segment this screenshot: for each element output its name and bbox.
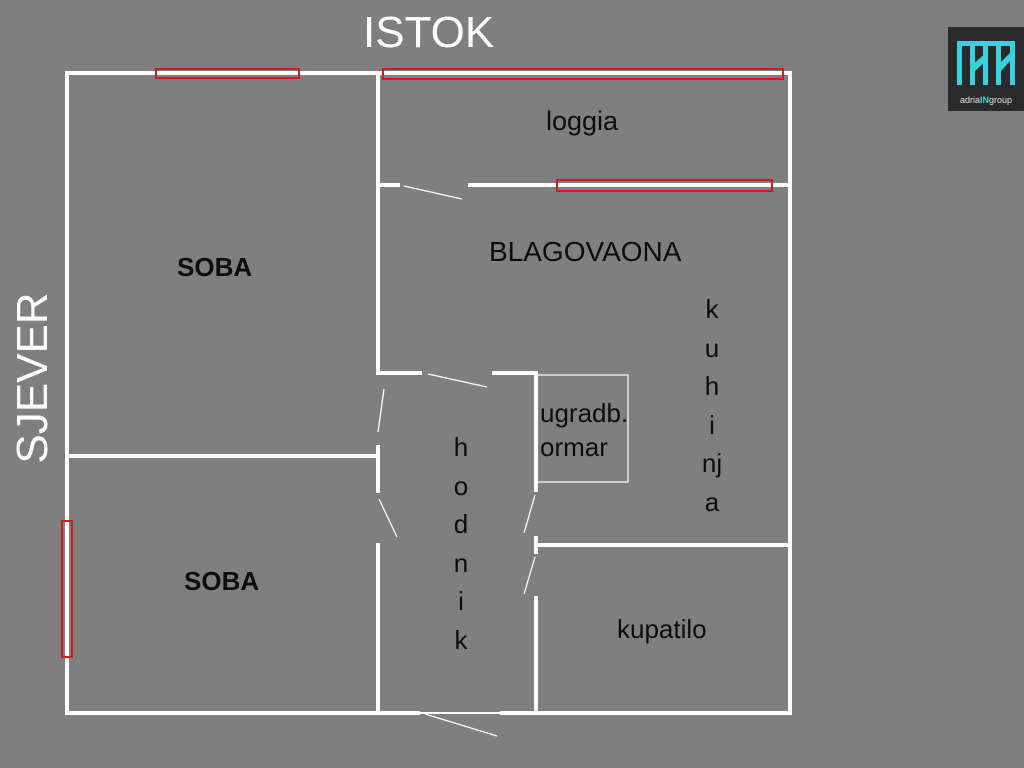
door-room1-leaf — [377, 388, 385, 433]
logo-wordmark: adriaINgroup — [959, 95, 1013, 105]
window-top-left — [155, 68, 300, 79]
room-label-wardrobe: ugradb. ormar — [540, 398, 629, 462]
room-label-soba-top: SOBA — [177, 252, 253, 282]
window-loggia-inner — [556, 179, 773, 192]
orientation-east-label: ISTOK — [363, 8, 495, 57]
wardrobe-outline — [536, 374, 629, 483]
orientation-north-label: SJEVER — [8, 292, 57, 464]
door-loggia-leaf — [403, 185, 463, 200]
door-hall-top-leaf — [427, 373, 488, 388]
room-label-loggia: loggia — [546, 106, 619, 136]
logo-mark-icon — [957, 41, 1015, 85]
door-room2-leaf — [378, 498, 398, 538]
door-bath-leaf — [523, 556, 536, 595]
room-label-hodnik: h o d n i k — [453, 432, 469, 655]
company-logo: adriaINgroup — [948, 27, 1024, 111]
room-label-blagovaona: BLAGOVAONA — [489, 236, 682, 267]
room-label-kupatilo: kupatilo — [617, 614, 707, 644]
door-wardrobe-leaf — [523, 494, 536, 534]
window-top-right — [382, 68, 784, 80]
window-left — [61, 520, 73, 658]
door-entry-leaf — [424, 713, 498, 737]
room-label-soba-bottom: SOBA — [184, 566, 260, 596]
room-label-kuhinja: k u h i nj a — [701, 294, 723, 517]
